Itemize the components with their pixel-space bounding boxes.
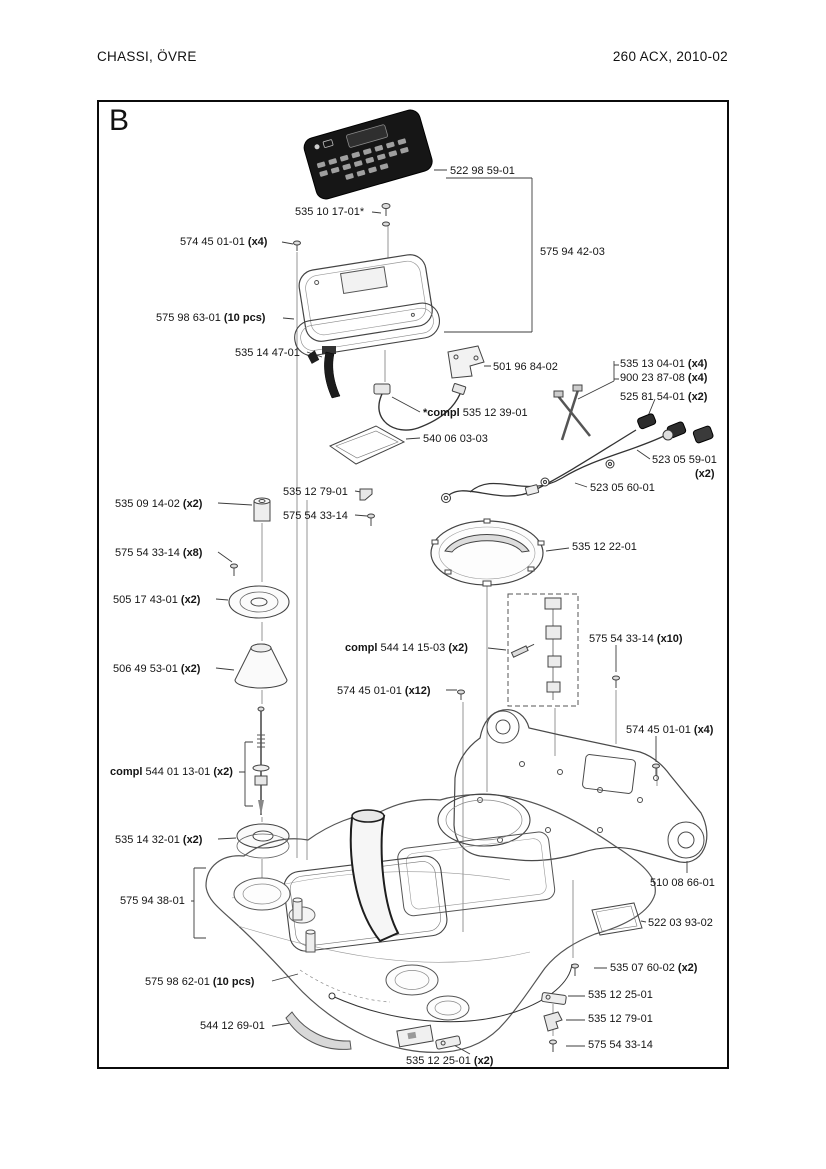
part-label: 535 12 22-01	[572, 541, 637, 553]
part-label: 535 14 32-01 (x2)	[115, 834, 203, 846]
part-label: 523 05 59-01	[652, 454, 717, 466]
part-label: 510 08 66-01	[650, 877, 715, 889]
part-label: 574 45 01-01 (x4)	[180, 236, 268, 248]
clip-drawing-top	[359, 488, 373, 501]
keypad-panel-drawing	[303, 109, 433, 200]
part-label: 535 09 14-02 (x2)	[115, 498, 203, 510]
gasket-drawing-540060303	[328, 425, 406, 465]
part-label: *compl 535 12 39-01	[423, 407, 528, 419]
boundary-wire-drawing	[328, 963, 573, 1023]
part-label: 535 12 25-01 (x2)	[406, 1055, 494, 1067]
screw-drawing-x4-right	[652, 763, 660, 776]
part-label: 900 23 87-08 (x4)	[620, 372, 708, 384]
part-label: (x2)	[695, 468, 715, 480]
cable-assembly-drawing	[441, 429, 674, 503]
chassis-plate-drawing	[453, 709, 708, 863]
screw-drawing-535076002	[571, 963, 579, 976]
part-label: 575 98 62-01 (10 pcs)	[145, 976, 255, 988]
part-label: 522 03 93-02	[648, 917, 713, 929]
bracket-drawing-501968402	[447, 345, 485, 379]
clip-drawing-535127901-bottom	[543, 1011, 563, 1032]
screw-drawing-x8	[230, 563, 238, 576]
chassis-body-drawing	[205, 793, 656, 1053]
ribbon-cable-drawing	[322, 346, 341, 399]
cone-drawing-506495301	[234, 643, 288, 689]
part-label: 505 17 43-01 (x2)	[113, 594, 201, 606]
part-label: 535 12 25-01	[588, 989, 653, 1001]
part-label: 575 54 33-14	[283, 510, 348, 522]
screw-drawing-574450101-x4	[293, 240, 301, 251]
part-label: 522 98 59-01	[450, 165, 515, 177]
part-label: 574 45 01-01 (x4)	[626, 724, 714, 736]
board-drawing-bottom	[396, 1024, 434, 1048]
model-reference: 260 ACX, 2010-02	[612, 49, 728, 64]
part-label: 574 45 01-01 (x12)	[337, 685, 431, 697]
part-label: 535 12 79-01	[283, 486, 348, 498]
part-label: 575 94 38-01	[120, 895, 185, 907]
part-label: 575 54 33-14	[588, 1039, 653, 1051]
part-label: 535 10 17-01*	[295, 206, 365, 218]
strap-drawing-544126901	[285, 1011, 352, 1050]
diagram-frame	[97, 100, 729, 1069]
part-label: 535 12 79-01	[588, 1013, 653, 1025]
handle-tube-drawing	[349, 809, 400, 943]
part-label: 535 13 04-01 (x4)	[620, 358, 708, 370]
gasket-drawing-522039302	[591, 902, 643, 936]
display-housing-drawing	[298, 254, 433, 342]
part-label: 575 54 33-14 (x8)	[115, 547, 203, 559]
clip-drawing-535122501-right	[541, 992, 567, 1005]
part-label: compl 544 01 13-01 (x2)	[110, 766, 233, 778]
part-label: 523 05 60-01	[590, 482, 655, 494]
screw-drawing-535101701	[381, 203, 391, 227]
part-label: 501 96 84-02	[493, 361, 558, 373]
bushing-drawing	[253, 497, 271, 522]
part-label: 575 54 33-14 (x10)	[589, 633, 683, 645]
clip-drawing-535122501-x2	[435, 1035, 461, 1050]
leader-lines	[191, 169, 688, 1055]
keypad-buttons	[316, 138, 409, 180]
ring-drawing-505174301	[228, 585, 290, 619]
screw-drawing-575543314	[367, 513, 375, 526]
part-label: 535 14 47-01	[235, 347, 300, 359]
part-label: compl 544 14 15-03 (x2)	[345, 642, 468, 654]
screw-drawing-x12	[457, 689, 465, 700]
cable-tie-drawing	[553, 384, 591, 441]
screw-drawing-575543314-bottom	[549, 1039, 557, 1052]
part-label: 544 12 69-01	[200, 1020, 265, 1032]
rod-assembly-drawing	[252, 706, 270, 815]
part-label: 575 98 63-01 (10 pcs)	[156, 312, 266, 324]
section-letter: B	[109, 104, 130, 137]
part-label: 506 49 53-01 (x2)	[113, 663, 201, 675]
part-label: 525 81 54-01 (x2)	[620, 391, 708, 403]
part-label: 540 06 03-03	[423, 433, 488, 445]
screw-drawing-x10	[612, 675, 620, 688]
part-label: 535 07 60-02 (x2)	[610, 962, 698, 974]
lid-drawing	[430, 518, 545, 587]
housing-lip-drawing	[294, 302, 441, 364]
page-title: CHASSI, ÖVRE	[97, 49, 197, 64]
part-label: 575 94 42-03	[540, 246, 605, 258]
washer-drawing-535143201	[236, 823, 290, 859]
connector-nut-drawing	[637, 413, 714, 444]
sensor-chain-drawing	[507, 593, 579, 707]
wire-harness-drawing	[373, 383, 467, 431]
